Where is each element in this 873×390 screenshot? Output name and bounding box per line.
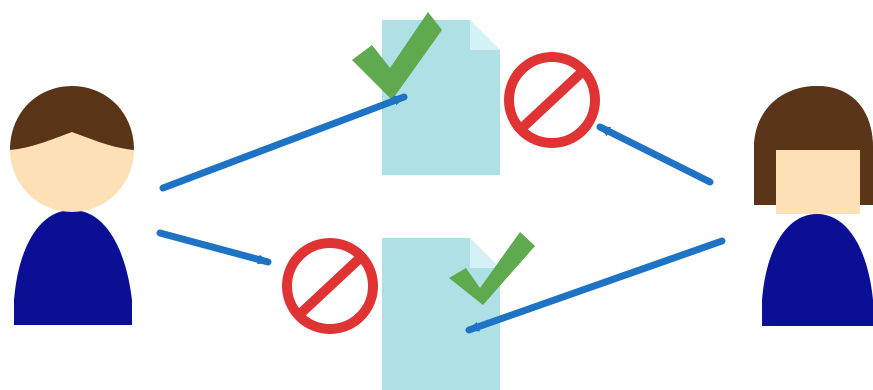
left-person-body: [14, 210, 132, 325]
bottom-document-icon: [382, 232, 535, 390]
arrow-left-to-top-document: [163, 97, 404, 188]
right-person-fringe: [754, 86, 873, 150]
arrow-left-to-bottom-denied: [160, 233, 268, 262]
top-document-fold: [470, 20, 500, 50]
arrow-right-to-top-denied: [600, 127, 710, 182]
right-person-body: [762, 214, 873, 326]
bottom-document-fold: [470, 238, 500, 268]
left-person-icon: [10, 86, 134, 325]
bottom-prohibited-icon: [287, 243, 373, 329]
top-prohibited-icon: [509, 57, 595, 143]
right-person-icon: [754, 86, 873, 326]
right-person-face: [776, 150, 860, 214]
top-document-icon: [352, 12, 500, 175]
